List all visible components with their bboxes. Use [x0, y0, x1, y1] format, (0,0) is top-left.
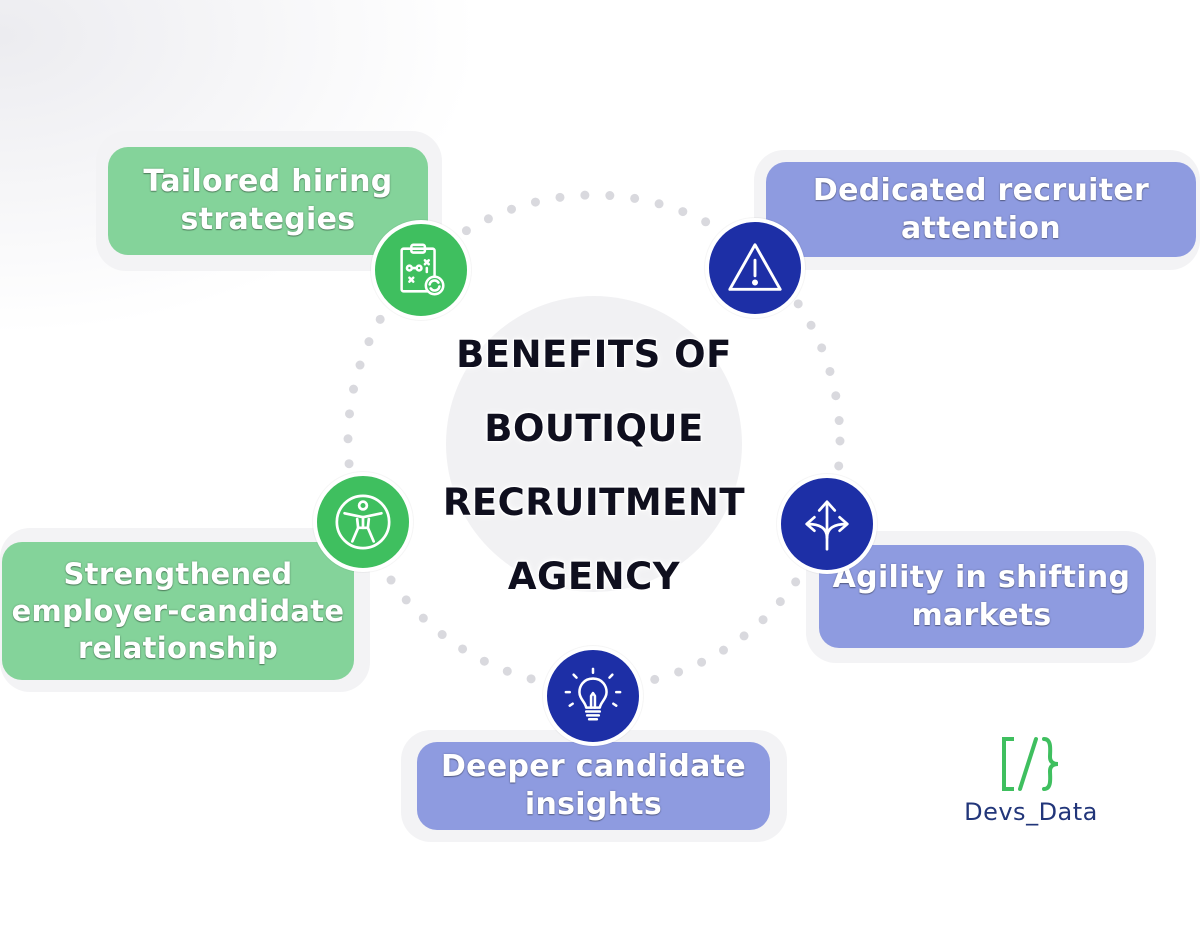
accessibility-person-icon [313, 472, 413, 572]
benefit-label: Agility in shifting markets [832, 559, 1131, 633]
warning-triangle-icon [705, 218, 805, 318]
benefit-label: Deeper candidate insights [440, 749, 746, 822]
diverging-arrows-icon [777, 474, 877, 574]
center-disc [446, 296, 742, 592]
benefit-card-deeper-insights: Deeper candidate insights [417, 742, 770, 830]
lightbulb-icon [543, 646, 643, 746]
benefit-label: Dedicated recruiter attention [812, 172, 1150, 246]
benefit-label: Tailored hiring strategies [143, 164, 393, 237]
benefit-card-agility: Agility in shifting markets [819, 545, 1144, 648]
benefit-card-tailored-hiring: Tailored hiring strategies [108, 147, 428, 255]
benefit-card-dedicated-recruiter: Dedicated recruiter attention [766, 162, 1196, 257]
benefit-card-strengthened-relationship: Strengthened employer-candidate relation… [2, 542, 354, 680]
devs-data-logo-icon [1002, 737, 1059, 791]
benefit-label: Strengthened employer-candidate relation… [11, 556, 345, 665]
devs-data-logo-text: Devs_Data [964, 798, 1098, 826]
diagram-title: BENEFITS OF BOUTIQUE RECRUITMENT AGENCY [442, 333, 746, 598]
clipboard-strategy-icon [371, 220, 471, 320]
